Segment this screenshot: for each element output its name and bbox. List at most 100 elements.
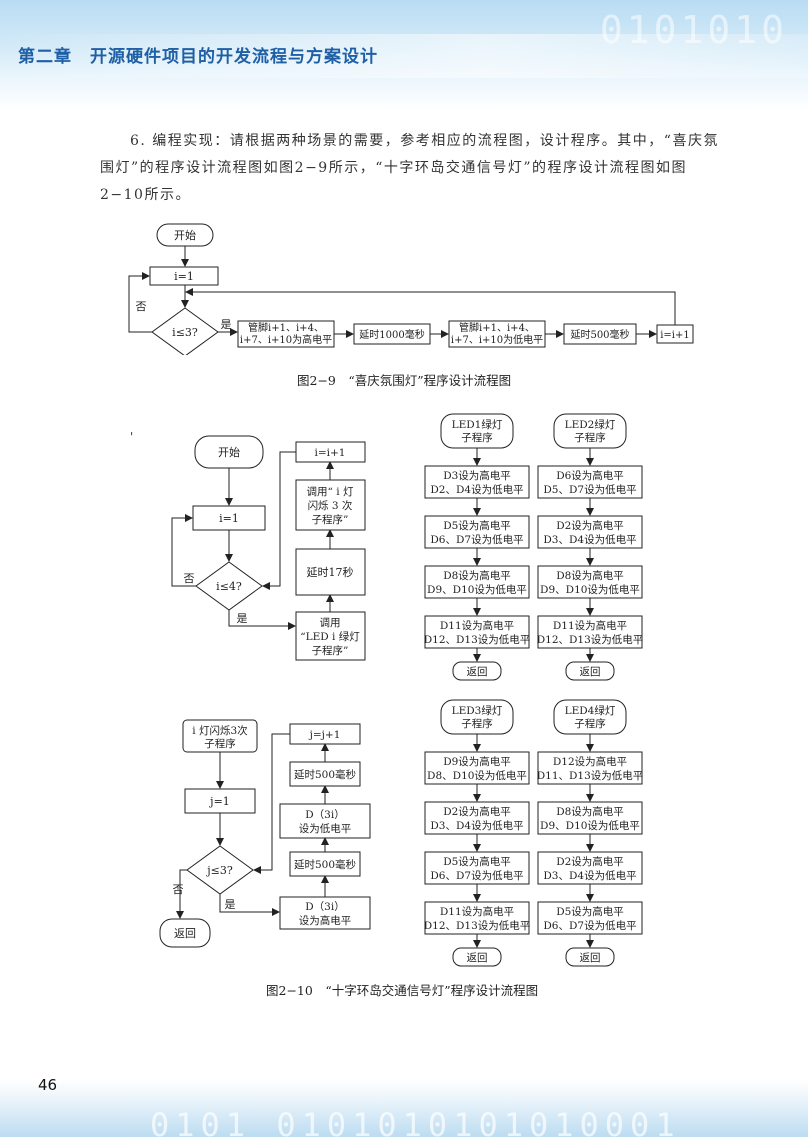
- f10-main-no-label: 否: [184, 572, 195, 585]
- led-sub-2-step-2-line2: D3、D4设为低电平: [543, 533, 636, 546]
- f9-step-low: [448, 320, 546, 348]
- f9-yes-label: 是: [221, 318, 232, 331]
- f10-blink-return-text: 返回: [174, 927, 196, 940]
- f10-blink-yes-label: 是: [225, 898, 236, 911]
- figure-2-10-flowchart: 开始 i=1 i≤4? 否 是 调用 “LED i 绿灯 子程序” 延时17秒 …: [159, 413, 644, 967]
- led-sub-3-title-line1: LED3绿灯: [452, 704, 503, 717]
- led-sub-3-step-4-line2: D12、D13设为低电平: [424, 919, 531, 932]
- f10-blink-delay1: [289, 851, 361, 877]
- led-sub-1-step-3-line1: D8设为高电平: [443, 569, 511, 582]
- led-sub-2-step-4-line1: D11设为高电平: [553, 619, 627, 632]
- led-sub-3-step-1-line2: D8、D10设为低电平: [427, 769, 527, 782]
- f10-blink-high-line2: 设为高电平: [299, 914, 352, 927]
- figure-2-9-caption: 图2−9 “喜庆氛围灯”程序设计流程图: [297, 373, 512, 388]
- led-sub-4-step-3: [537, 851, 643, 885]
- header-band: [0, 34, 808, 78]
- led-sub-1-step-1: [424, 465, 530, 499]
- f9-decision-diamond: [151, 307, 219, 355]
- f9-step-low-line1: 管脚i+1、i+4、: [459, 321, 535, 334]
- f9-init-text: i=1: [174, 270, 194, 283]
- led-sub-4-step-4-line1: D5设为高电平: [556, 905, 624, 918]
- led-sub-4-step-2-line1: D8设为高电平: [556, 805, 624, 818]
- stray-mark: ': [130, 430, 134, 444]
- led-sub-4-step-3-line2: D3、D4设为低电平: [543, 869, 636, 882]
- header-decor-digits: 0101010: [599, 8, 788, 52]
- led-sub-1-step-4-line2: D12、D13设为低电平: [424, 633, 531, 646]
- f9-increment-text: i=i+1: [660, 330, 690, 341]
- led-sub-3-step-1-line1: D9设为高电平: [443, 755, 511, 768]
- led-sub-2-step-3-line1: D8设为高电平: [556, 569, 624, 582]
- led-sub-4-return-text: 返回: [580, 952, 601, 964]
- f10-blink-no-label: 否: [173, 883, 184, 896]
- led-sub-3-step-2: [424, 801, 530, 835]
- led-sub-2-step-2-line1: D2设为高电平: [556, 519, 624, 532]
- f9-init-box: [149, 266, 219, 286]
- led-sub-1-step-4-line1: D11设为高电平: [440, 619, 514, 632]
- led-sub-2-return: [565, 661, 615, 681]
- led-sub-3-step-3: [424, 851, 530, 885]
- led-sub-1-step-2-line2: D6、D7设为低电平: [430, 533, 523, 546]
- page-number: 46: [38, 1076, 58, 1094]
- figure-2-9-flowchart: 开始 i=1 i≤3? 否 是 管脚i+1、i+4、 i+7、i+10为高电平 …: [128, 223, 694, 355]
- led-sub-4-step-4: [537, 901, 643, 935]
- led-sub-2-step-1-line1: D6设为高电平: [556, 469, 624, 482]
- led-sub-2-step-1-line2: D5、D7设为低电平: [543, 483, 636, 496]
- led-sub-1-step-3: [424, 565, 530, 599]
- f10-blink-return: [159, 918, 211, 948]
- page-footer: 0101 0101010101010001: [0, 1080, 808, 1144]
- f10-blink-high: [279, 896, 371, 930]
- led-sub-2-title-line1: LED2绿灯: [565, 418, 616, 431]
- led-sub-2-step-3: [537, 565, 643, 599]
- f10-main-call-blink: [295, 479, 366, 531]
- f10-blink-delay1-text: 延时500毫秒: [294, 858, 357, 871]
- led-sub-1-return: [452, 661, 502, 681]
- led-sub-4-step-4-line2: D6、D7设为低电平: [543, 919, 636, 932]
- led-sub-1-step-1-line2: D2、D4设为低电平: [430, 483, 523, 496]
- f10-main-call-led: [295, 611, 366, 661]
- f10-blink-low-line1: D（3i）: [305, 809, 344, 821]
- led-sub-3-step-4-line1: D11设为高电平: [440, 905, 514, 918]
- led-sub-3-step-2-line2: D3、D4设为低电平: [430, 819, 523, 832]
- f10-blink-high-line1: D（3i）: [305, 901, 344, 913]
- led-sub-2-step-4-line2: D12、D13设为低电平: [537, 633, 644, 646]
- f10-main-delay: [295, 548, 366, 596]
- f10-blink-init-text: j=1: [208, 795, 230, 808]
- led-subroutines: LED1绿灯子程序D3设为高电平D2、D4设为低电平D5设为高电平D6、D7设为…: [424, 413, 644, 967]
- led-sub-1-title-line1: LED1绿灯: [452, 418, 503, 431]
- f10-blink-low: [279, 803, 371, 839]
- f9-step-low-line2: i+7、i+10为低电平: [451, 333, 543, 346]
- f10-main-call-led-line3: 子程序”: [312, 644, 349, 657]
- f10-main-call-blink-line1: 调用“ i 灯: [307, 486, 354, 498]
- f10-main-decision-text: i≤4?: [216, 580, 242, 593]
- led-sub-3-return-text: 返回: [467, 952, 488, 964]
- f10-main-init: [192, 505, 266, 531]
- led-sub-1-title-line2: 子程序: [461, 431, 493, 444]
- f9-delay-1000-text: 延时1000毫秒: [359, 328, 424, 341]
- f9-step-high-line1: 管脚i+1、i+4、: [248, 321, 324, 334]
- f10-main-start-text: 开始: [218, 445, 240, 459]
- f9-start-text: 开始: [174, 228, 196, 242]
- figure-2-10-caption: 图2−10 “十字环岛交通信号灯”程序设计流程图: [266, 983, 539, 998]
- led-sub-3-title-line2: 子程序: [461, 717, 493, 730]
- f10-main-call-led-line1: 调用: [320, 617, 341, 629]
- led-sub-4-step-1-line1: D12设为高电平: [553, 755, 627, 768]
- led-sub-1-step-4: [424, 615, 530, 649]
- led-sub-3-step-3-line1: D5设为高电平: [443, 855, 511, 868]
- led-sub-3-step-4: [424, 901, 530, 935]
- f10-blink-increment-text: j=j+1: [308, 729, 341, 741]
- f10-blink-low-line2: 设为低电平: [299, 822, 352, 835]
- footer-decor-digits: 0101 0101010101010001: [150, 1106, 681, 1144]
- f9-decision-text: i≤3?: [172, 326, 198, 339]
- led-sub-1-step-2-line1: D5设为高电平: [443, 519, 511, 532]
- led-sub-4-step-1: [537, 751, 643, 785]
- led-sub-3-step-2-line1: D2设为高电平: [443, 805, 511, 818]
- led-sub-1-step-1-line1: D3设为高电平: [443, 469, 511, 482]
- f9-step-high: [237, 320, 335, 348]
- led-sub-4-title-line1: LED4绿灯: [565, 704, 616, 717]
- f10-main-delay-text: 延时17秒: [307, 565, 354, 579]
- f10-main-call-blink-line2: 闪烁 3 次: [308, 499, 353, 512]
- f10-main-increment-text: i=i+1: [315, 447, 346, 459]
- f10-main-call-blink-line3: 子程序”: [312, 513, 349, 526]
- led-sub-4-title-line2: 子程序: [574, 717, 606, 730]
- led-sub-4-return: [565, 947, 615, 967]
